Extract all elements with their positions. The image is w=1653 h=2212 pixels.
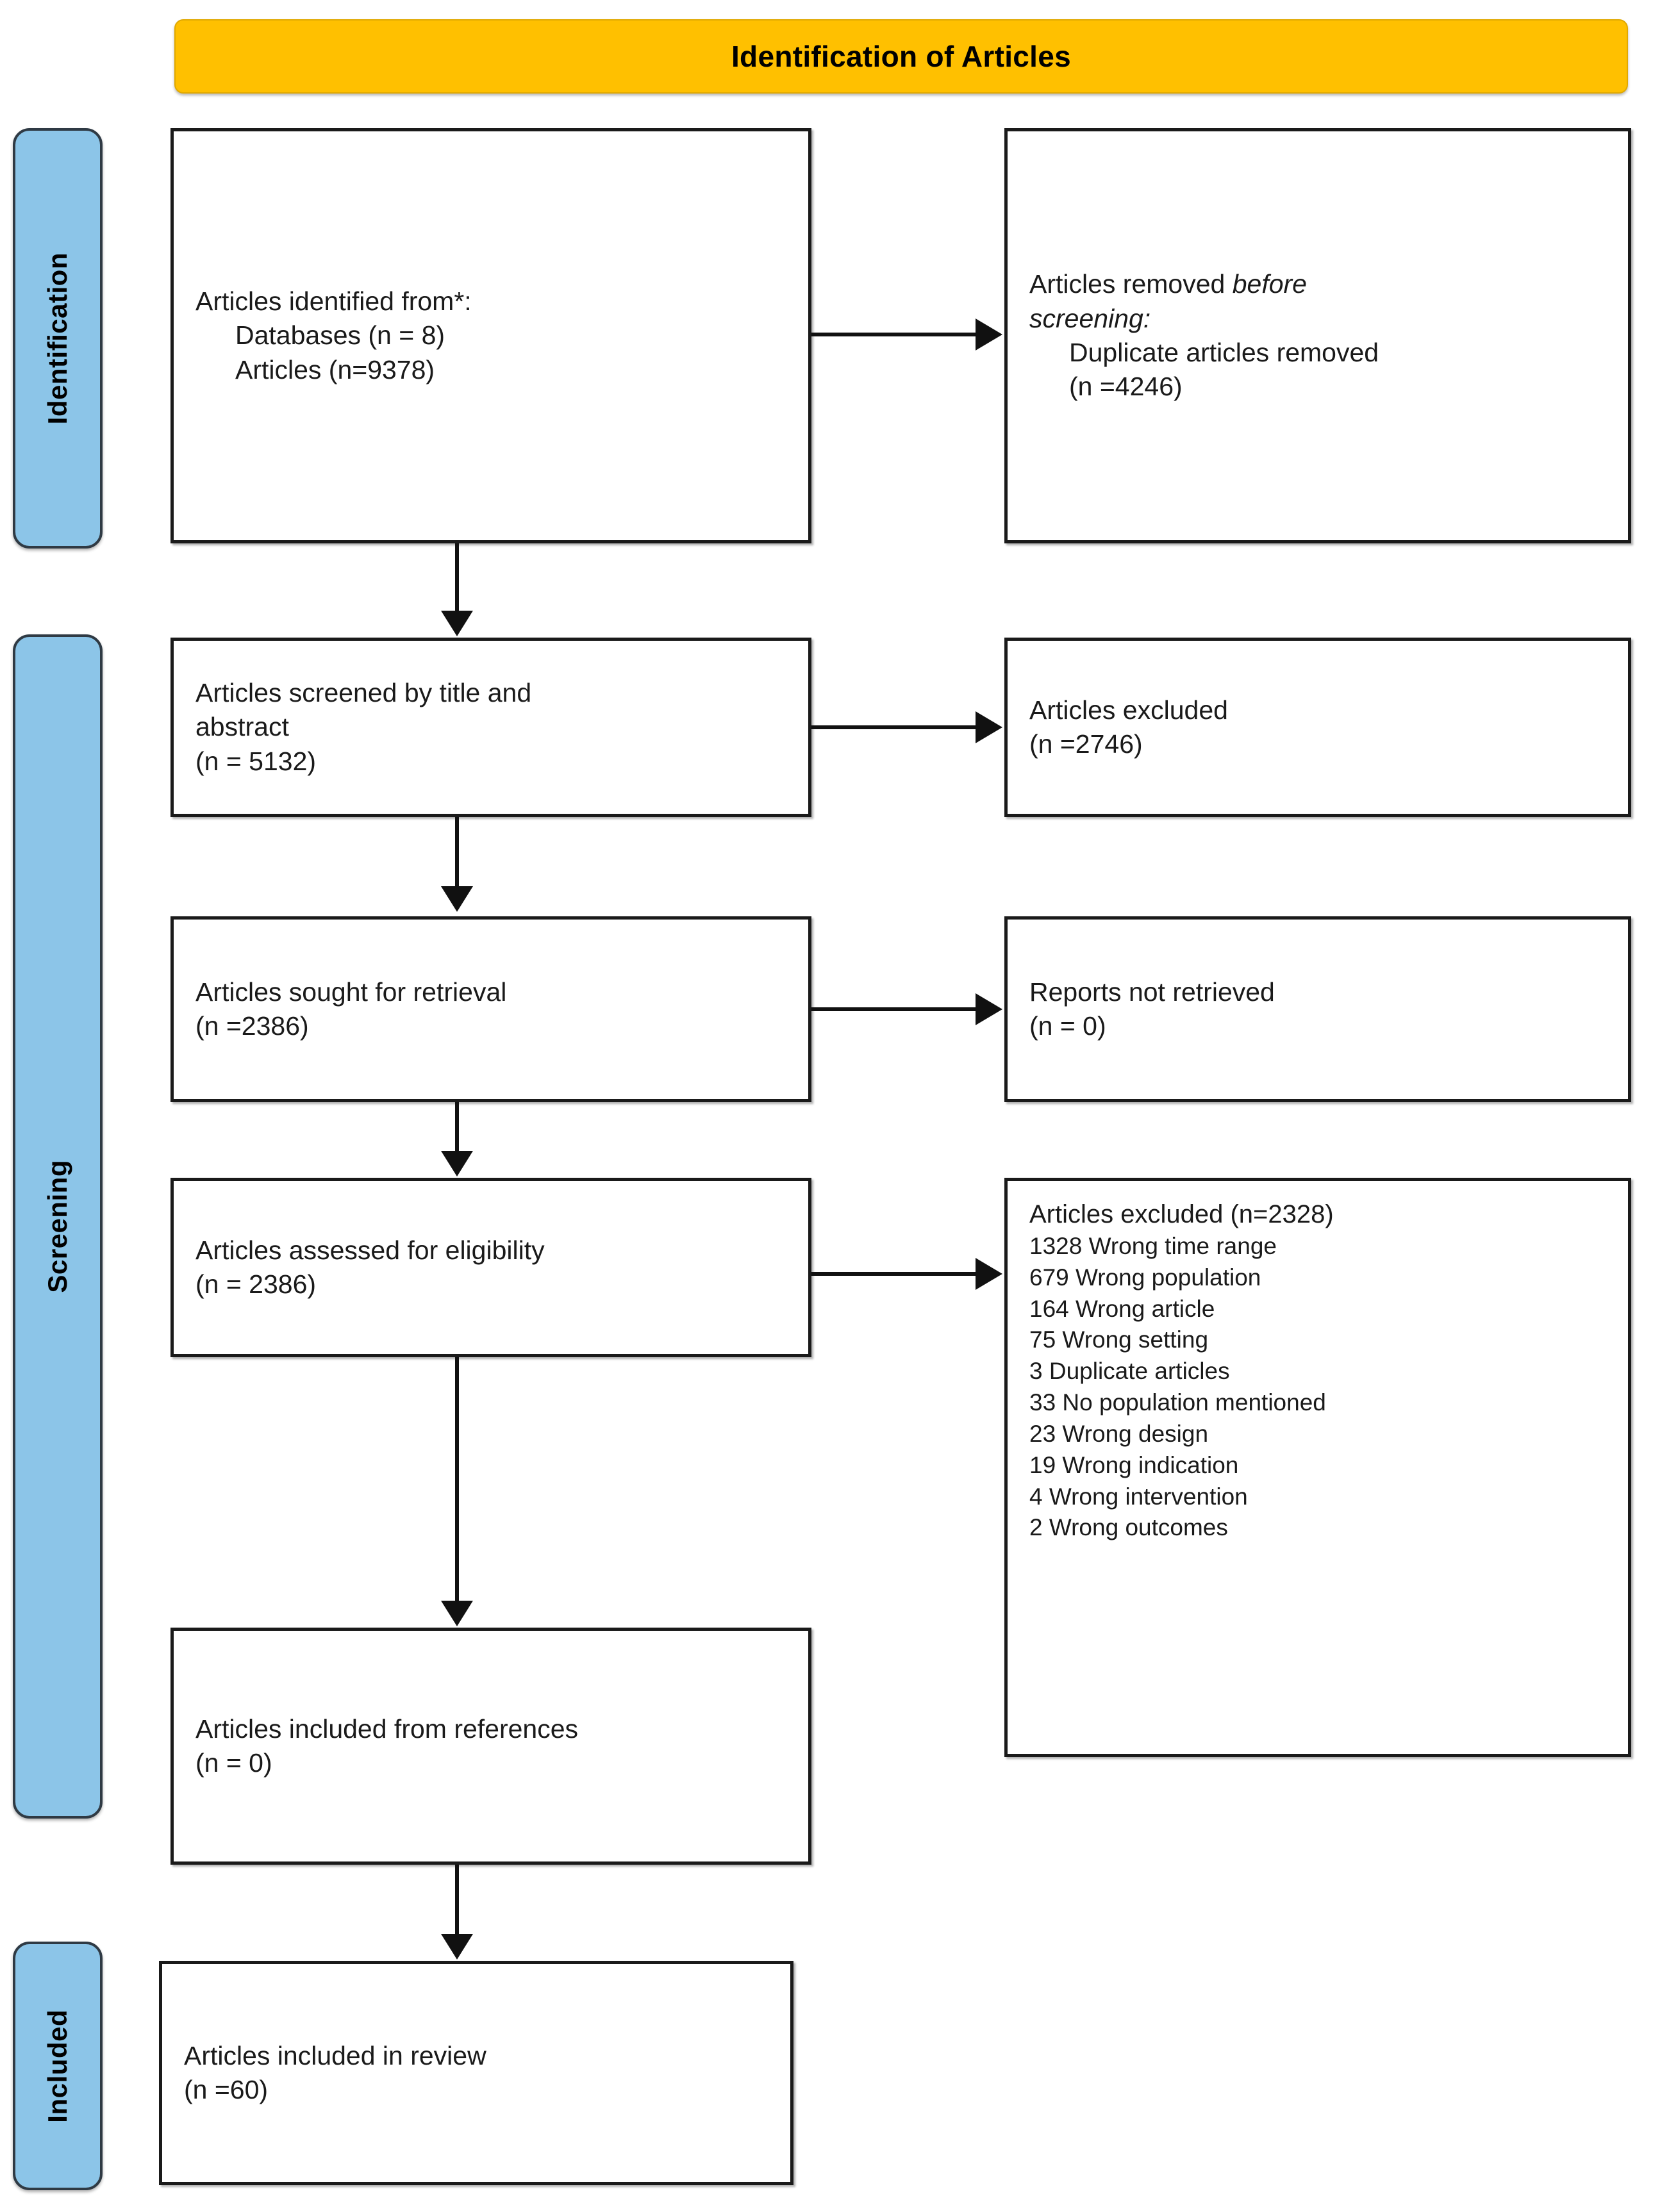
box-articles-screened: Articles screened by title and abstract … — [170, 638, 811, 817]
box-line: Duplicate articles removed — [1069, 338, 1379, 367]
connector-identified-to-removed — [811, 333, 977, 336]
box-line: screening: — [1029, 303, 1151, 333]
box-line: Articles sought for retrieval — [195, 977, 507, 1007]
box-line: Articles identified from*: — [195, 286, 472, 317]
box-line: Articles included from references — [195, 1713, 579, 1744]
connector-arrowhead — [441, 611, 473, 636]
exclusion-reason: 679 Wrong population — [1029, 1264, 1261, 1291]
connector-assessed-to-references — [455, 1357, 459, 1602]
connector-sought-to-assessed — [455, 1102, 459, 1152]
box-articles-excluded-with-reasons: Articles excluded (n=2328) 1328 Wrong ti… — [1004, 1178, 1631, 1757]
connector-arrowhead — [976, 711, 1002, 743]
connector-assessed-to-excluded-detail — [811, 1272, 977, 1276]
stage-label-included-text: Included — [42, 2009, 72, 2123]
box-line: Articles excluded — [1029, 695, 1228, 725]
stage-label-included: Included — [13, 1942, 103, 2190]
stage-label-screening-text: Screening — [42, 1160, 72, 1293]
exclusion-reason: 164 Wrong article — [1029, 1295, 1215, 1322]
connector-sought-to-not-retrieved — [811, 1007, 977, 1011]
box-articles-excluded-screening: Articles excluded (n =2746) — [1004, 638, 1631, 817]
exclusion-reason: 1328 Wrong time range — [1029, 1233, 1277, 1259]
box-line: Databases (n = 8) — [235, 320, 445, 351]
box-articles-identified: Articles identified from*: Databases (n … — [170, 128, 811, 543]
stage-label-screening: Screening — [13, 634, 103, 1819]
box-line: (n = 0) — [1029, 1011, 1106, 1041]
exclusion-reason: 3 Duplicate articles — [1029, 1358, 1230, 1385]
box-line: (n = 2386) — [195, 1269, 317, 1299]
stage-label-identification: Identification — [13, 128, 103, 549]
connector-arrowhead — [976, 318, 1002, 351]
box-line: Articles included in review — [184, 2040, 486, 2070]
box-line: (n =60) — [184, 2075, 269, 2104]
connector-screened-to-excluded — [811, 725, 977, 729]
box-reports-not-retrieved: Reports not retrieved (n = 0) — [1004, 916, 1631, 1102]
box-line: (n =2386) — [195, 1011, 309, 1041]
box-line: Articles screened by title and — [195, 678, 532, 708]
box-line: (n = 0) — [195, 1748, 272, 1778]
connector-arrowhead — [441, 886, 473, 912]
connector-references-to-included — [455, 1865, 459, 1936]
box-articles-included-from-references: Articles included from references (n = 0… — [170, 1628, 811, 1865]
exclusion-reason: 2 Wrong outcomes — [1029, 1514, 1228, 1541]
box-line: Reports not retrieved — [1029, 977, 1275, 1007]
box-articles-removed-before-screening: Articles removed before screening: Dupli… — [1004, 128, 1631, 543]
exclusion-reason: 75 Wrong setting — [1029, 1326, 1209, 1353]
exclusion-reason: 33 No population mentioned — [1029, 1389, 1326, 1416]
exclusion-reason: 4 Wrong intervention — [1029, 1483, 1248, 1510]
connector-identified-to-screened — [455, 543, 459, 614]
connector-arrowhead — [441, 1601, 473, 1626]
box-line-emphasis: before — [1232, 269, 1307, 299]
box-articles-sought-for-retrieval: Articles sought for retrieval (n =2386) — [170, 916, 811, 1102]
box-articles-assessed-for-eligibility: Articles assessed for eligibility (n = 2… — [170, 1178, 811, 1357]
box-line: (n = 5132) — [195, 746, 317, 776]
box-line: Articles removed before — [1029, 267, 1606, 301]
connector-arrowhead — [441, 1151, 473, 1176]
box-excluded-heading: Articles excluded (n=2328) — [1029, 1200, 1334, 1228]
box-articles-included-in-review: Articles included in review (n =60) — [159, 1961, 793, 2185]
connector-arrowhead — [976, 993, 1002, 1025]
exclusion-reason: 23 Wrong design — [1029, 1420, 1209, 1447]
box-line: (n =2746) — [1029, 729, 1143, 759]
connector-arrowhead — [441, 1934, 473, 1960]
connector-arrowhead — [976, 1258, 1002, 1290]
box-line: Articles (n=9378) — [235, 354, 435, 384]
exclusion-reason: 19 Wrong indication — [1029, 1451, 1239, 1478]
diagram-title-banner: Identification of Articles — [174, 19, 1628, 94]
box-line-text: Articles removed — [1029, 269, 1233, 299]
box-line: abstract — [195, 712, 289, 742]
diagram-title-text: Identification of Articles — [731, 40, 1072, 73]
stage-label-identification-text: Identification — [42, 252, 72, 425]
box-line: Articles assessed for eligibility — [195, 1235, 545, 1265]
box-line: (n =4246) — [1069, 372, 1183, 402]
connector-screened-to-sought — [455, 817, 459, 887]
